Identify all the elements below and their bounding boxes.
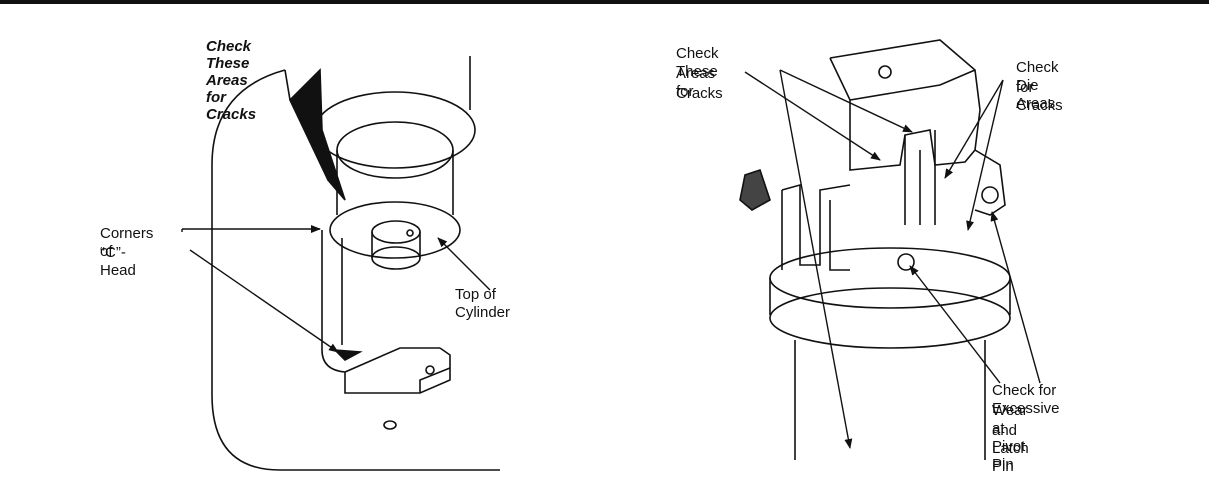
wear-label-line2: Wear at Pivot Pin — [992, 402, 1028, 473]
wear-label-line1: Check for Excessive — [992, 382, 1060, 417]
right-leader-lines — [744, 69, 1041, 449]
check-areas-label-line2: Areas for — [676, 65, 716, 100]
top-rule — [0, 0, 1209, 4]
check-areas-label-line3: Cracks — [676, 85, 723, 102]
left-leader-lines — [181, 225, 491, 353]
die-areas-label-line2: for Cracks — [1016, 79, 1063, 114]
die-areas-label-line1: Check Die Areas — [1016, 59, 1059, 112]
corners-label-line2: “C”-Head — [100, 244, 136, 279]
top-of-cylinder-label: Top of Cylinder — [455, 286, 511, 321]
check-areas-label-line1: Check These — [676, 45, 719, 80]
corners-label-line1: Corners of — [100, 225, 154, 260]
left-figure-title: Check These Areas for Cracks — [206, 38, 257, 123]
wear-label-line3: and Latch Pin — [992, 422, 1029, 475]
c-head-drawing — [211, 56, 500, 471]
crimper-head-drawing — [739, 39, 1011, 460]
